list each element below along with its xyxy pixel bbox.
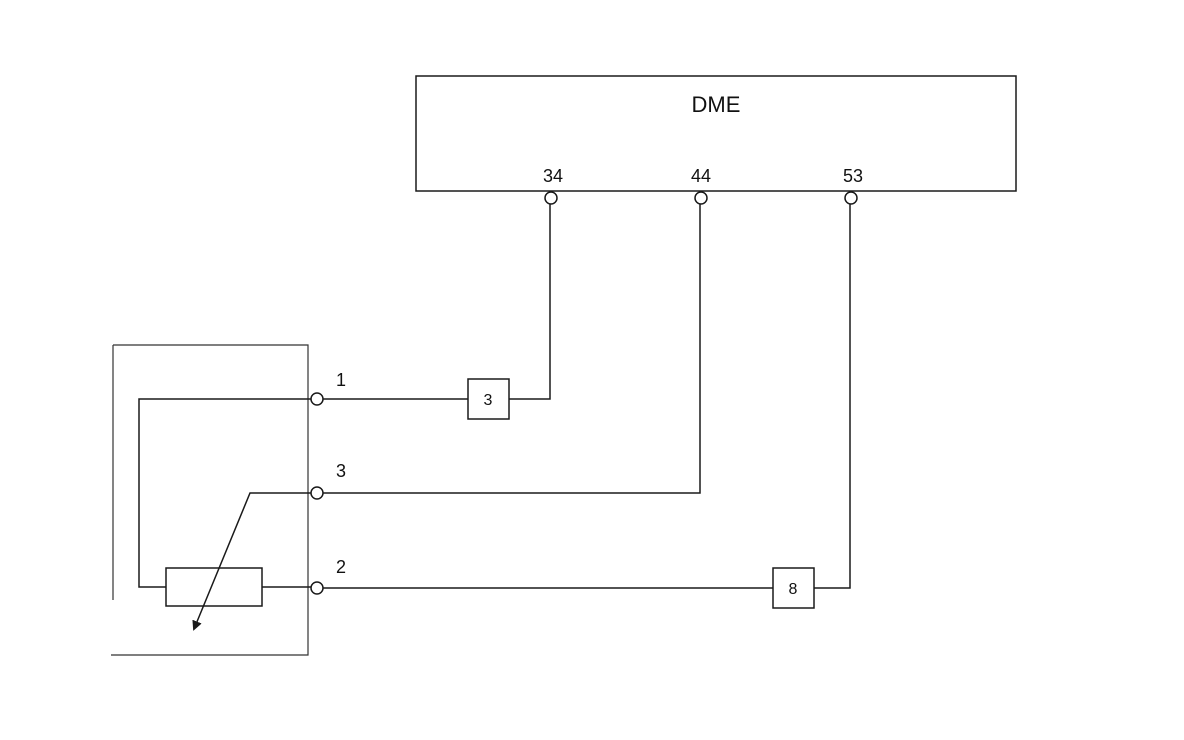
sensor-internal-wire-1 <box>138 398 311 588</box>
wire-pin-53 <box>814 204 851 589</box>
connector-8-box <box>772 567 815 609</box>
sensor-terminal-2-label: 2 <box>336 557 346 577</box>
connector-8-label: 8 <box>789 581 798 598</box>
dme-pin-34-label: 34 <box>543 166 563 186</box>
connector-3: 3 <box>467 378 510 420</box>
sensor-terminal-1 <box>310 392 324 406</box>
potentiometer-resistor <box>165 567 263 607</box>
sensor-terminal-2 <box>310 581 324 595</box>
dme-box <box>415 75 1017 192</box>
connector-3-box <box>467 378 510 420</box>
dme-pin-44-terminal <box>694 191 708 205</box>
dme-module: DME 34 44 53 <box>415 75 1017 192</box>
dme-pin-44-label: 44 <box>691 166 711 186</box>
dme-pin-34-terminal <box>544 191 558 205</box>
wire-pin-34 <box>509 204 551 400</box>
sensor-terminal-1-label: 1 <box>336 370 346 390</box>
wire-pin-44 <box>323 204 701 494</box>
dme-pins <box>544 191 858 205</box>
connector-3-label: 3 <box>484 392 493 409</box>
connector-8: 8 <box>772 567 815 609</box>
wires <box>323 204 851 589</box>
sensor-terminal-3 <box>310 486 324 500</box>
dme-pin-53-label: 53 <box>843 166 863 186</box>
sensor-housing-outline <box>111 344 309 656</box>
potentiometer-wiper-arrow <box>192 492 311 631</box>
sensor-assembly: 1 3 2 <box>111 344 346 656</box>
dme-label: DME <box>692 92 741 117</box>
sensor-terminal-3-label: 3 <box>336 461 346 481</box>
dme-pin-53-terminal <box>844 191 858 205</box>
